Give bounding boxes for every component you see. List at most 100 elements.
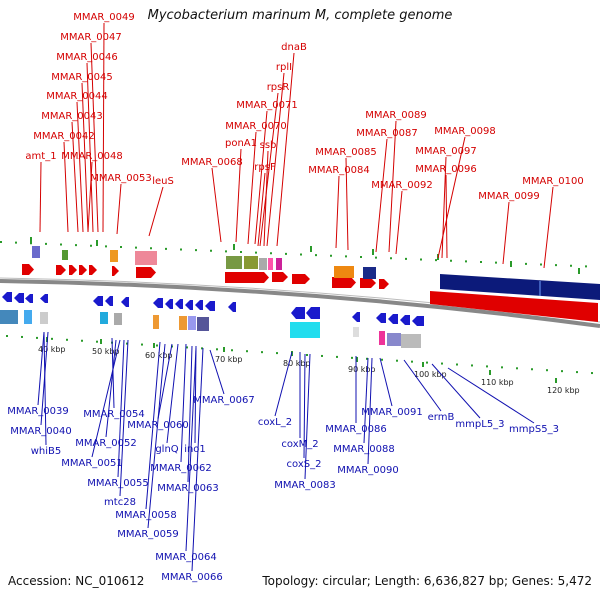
tick-dot-top xyxy=(495,261,497,264)
forward-gene-arrow xyxy=(360,278,376,288)
leader-line-whib5 xyxy=(43,331,47,446)
tick-dot-top xyxy=(0,241,2,243)
tick-dot-bottom xyxy=(561,370,563,373)
tick-dot-top xyxy=(435,259,437,262)
gene-label-mmar-0100: MMAR_0100 xyxy=(522,176,584,187)
reverse-gene-arrow xyxy=(14,293,24,303)
tick-major-top xyxy=(578,268,580,274)
tick-dot-top xyxy=(120,246,122,248)
gene-feature-box xyxy=(401,334,421,348)
gene-feature-box xyxy=(268,258,273,270)
forward-gene-arrow xyxy=(136,267,156,278)
gene-feature-box xyxy=(197,317,209,331)
tick-dot-bottom xyxy=(516,367,518,370)
tick-dot-bottom xyxy=(261,351,263,354)
forward-gene-arrow xyxy=(69,265,77,275)
gene-label-mmar-0088: MMAR_0088 xyxy=(333,444,395,455)
tick-dot-top xyxy=(360,256,362,258)
gene-label-ino1: ino1 xyxy=(184,444,206,455)
ruler-tick-label: 100 kbp xyxy=(414,370,447,379)
gene-label-mmar-0048: MMAR_0048 xyxy=(61,151,123,162)
leader-line-mmar-0066 xyxy=(191,347,204,572)
gene-label-mmar-0052: MMAR_0052 xyxy=(75,438,137,449)
tick-dot-top xyxy=(60,243,62,246)
gene-label-mmar-0046: MMAR_0046 xyxy=(56,52,118,63)
ruler-tick-mark xyxy=(489,370,491,375)
tick-dot-top xyxy=(315,254,317,257)
tick-major-top xyxy=(510,261,512,267)
gene-label-mmar-0096: MMAR_0096 xyxy=(415,164,477,175)
tick-dot-top xyxy=(465,260,467,263)
leader-line-mmar-0051 xyxy=(91,339,121,458)
gene-label-mmar-0042: MMAR_0042 xyxy=(33,131,95,142)
leader-line-mmar-0090 xyxy=(367,357,373,465)
leader-line-mmar-0092 xyxy=(395,190,403,255)
reverse-gene-arrow xyxy=(175,299,183,309)
tick-dot-top xyxy=(585,265,587,268)
gene-label-mmar-0083: MMAR_0083 xyxy=(274,480,336,491)
tick-dot-bottom xyxy=(576,371,578,374)
reverse-gene-arrow xyxy=(352,312,360,322)
leader-line-rpsr xyxy=(259,92,279,247)
ruler-tick-label: 40 kbp xyxy=(38,345,66,354)
tick-major-top xyxy=(30,237,32,243)
leader-line-dnab xyxy=(276,52,295,247)
leader-line-amt-1 xyxy=(39,161,42,233)
gene-label-leus: leuS xyxy=(152,176,174,187)
gene-label-mmar-0097: MMAR_0097 xyxy=(415,146,477,157)
leader-line-leus xyxy=(148,186,164,237)
ruler-tick-label: 80 kbp xyxy=(283,359,311,368)
gene-label-mmar-0064: MMAR_0064 xyxy=(155,552,217,563)
gene-label-mmar-0059: MMAR_0059 xyxy=(117,529,179,540)
tick-dot-bottom xyxy=(96,340,98,343)
forward-gene-arrow xyxy=(292,274,310,284)
leader-line-mmar-0085 xyxy=(345,157,349,251)
tick-dot-bottom xyxy=(306,354,308,356)
reverse-gene-arrow xyxy=(40,294,48,303)
gene-feature-box xyxy=(387,333,401,346)
leader-line-mmar-0048 xyxy=(87,161,93,233)
tick-dot-top xyxy=(570,264,572,267)
tick-dot-bottom xyxy=(156,344,158,347)
leader-line-mmps5-3 xyxy=(447,367,535,424)
gene-feature-box xyxy=(276,258,282,270)
leader-line-mmar-0039 xyxy=(37,331,45,406)
tick-dot-top xyxy=(525,262,527,265)
gene-label-mmar-0089: MMAR_0089 xyxy=(365,110,427,121)
gene-feature-box xyxy=(244,256,258,269)
gene-label-mmar-0054: MMAR_0054 xyxy=(83,409,145,420)
tick-dot-top xyxy=(270,252,272,255)
forward-gene-arrow xyxy=(379,279,389,289)
gene-label-mmar-0062: MMAR_0062 xyxy=(150,463,212,474)
tick-dot-top xyxy=(45,242,47,245)
gene-label-mmar-0044: MMAR_0044 xyxy=(46,91,108,102)
gene-label-mmar-0055: MMAR_0055 xyxy=(87,478,149,489)
gene-label-coxs-2: coxS_2 xyxy=(287,459,322,470)
forward-gene-arrow xyxy=(22,264,34,275)
gene-feature-box xyxy=(32,246,40,258)
gene-label-coxm-2: coxM_2 xyxy=(281,439,318,450)
tick-major-top xyxy=(233,244,235,250)
tick-dot-top xyxy=(240,251,242,253)
leader-line-mmar-0100 xyxy=(543,186,554,269)
tick-dot-bottom xyxy=(201,347,203,350)
gene-feature-box xyxy=(353,327,359,337)
reverse-gene-arrow xyxy=(2,292,12,302)
gene-feature-box xyxy=(110,250,118,262)
tick-dot-top xyxy=(75,244,77,247)
leader-line-mmar-0084 xyxy=(335,175,340,249)
gene-label-mtc28: mtc28 xyxy=(104,497,136,508)
genome-backbone xyxy=(0,279,600,328)
tick-major-top xyxy=(96,240,98,246)
gene-label-mmar-0040: MMAR_0040 xyxy=(10,426,72,437)
gene-feature-box xyxy=(153,315,159,329)
tick-dot-bottom xyxy=(381,358,383,361)
gene-label-mmar-0063: MMAR_0063 xyxy=(157,483,219,494)
ruler-tick-label: 120 kbp xyxy=(547,386,580,395)
tick-dot-bottom xyxy=(81,339,83,342)
gene-label-mmar-0058: MMAR_0058 xyxy=(115,510,177,521)
tick-dot-bottom xyxy=(246,350,248,353)
tick-dot-bottom xyxy=(51,337,53,340)
tick-dot-bottom xyxy=(531,368,533,371)
tick-dot-bottom xyxy=(336,355,338,358)
